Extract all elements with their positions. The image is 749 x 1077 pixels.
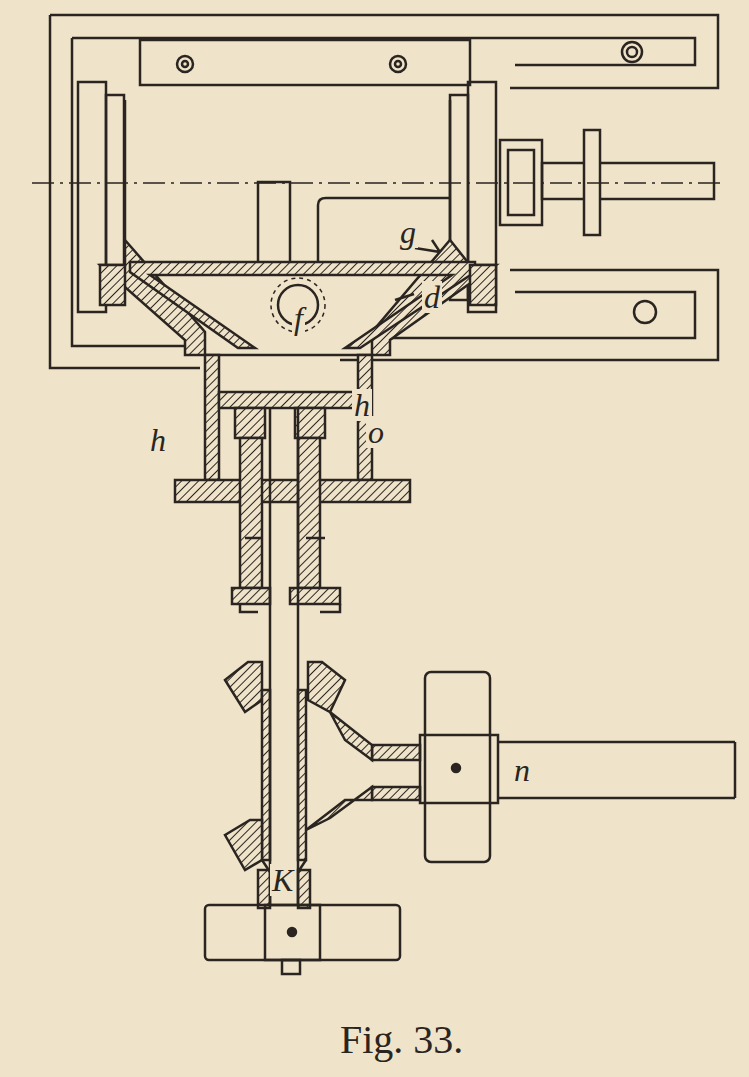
part-label: f (292, 302, 305, 334)
part-label: n (512, 754, 532, 786)
part-label: d (422, 281, 442, 313)
part-label: K (270, 864, 295, 896)
part-label: g (398, 216, 418, 248)
part-label: h (148, 424, 168, 456)
figure-caption: Fig. 33. (340, 1018, 463, 1062)
part-label: o (366, 416, 386, 448)
